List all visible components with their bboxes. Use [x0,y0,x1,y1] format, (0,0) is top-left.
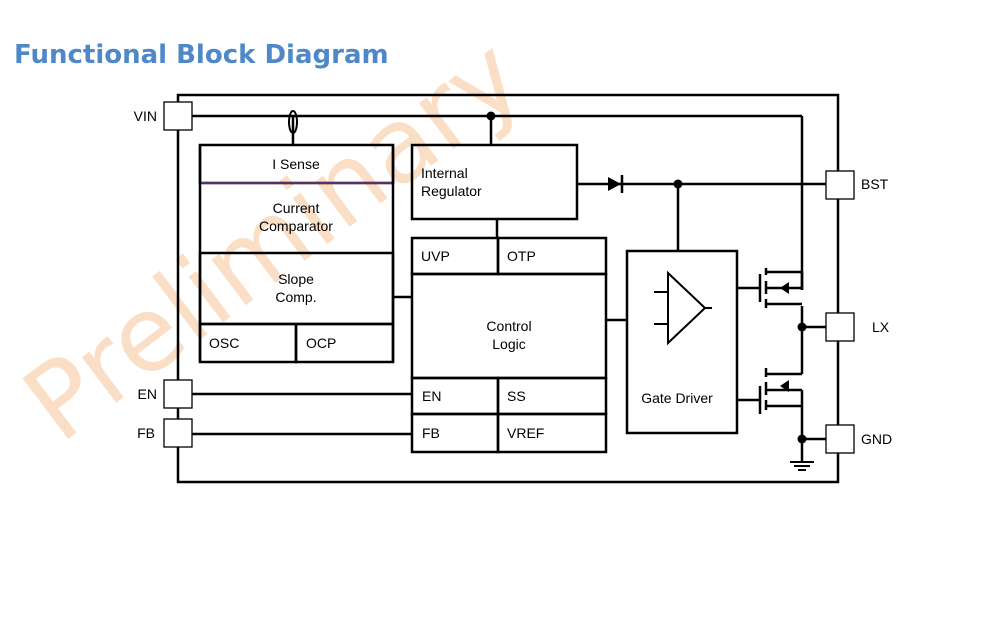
slope-comp-label-2: Comp. [275,289,316,305]
junction-dots [486,111,807,444]
en-label: EN [422,388,441,404]
watermark: Preliminary [2,14,544,465]
pin-lx [825,312,855,342]
isense-label: I Sense [272,156,320,172]
ground-icon [790,461,814,471]
pin-fb [163,418,193,448]
pin-label-vin: VIN [134,108,157,124]
current-sense-coil-icon [288,110,298,134]
pin-label-gnd: GND [861,431,892,447]
uvp-label: UVP [421,248,450,264]
current-comparator-label-2: Comparator [259,218,333,234]
osc-label: OSC [209,335,239,351]
pin-label-lx: LX [872,319,890,335]
vref-block [496,412,608,454]
pin-gnd [825,424,855,454]
wires [192,114,826,462]
fb-label: FB [422,425,440,441]
control-logic-label-1: Control [486,318,531,334]
pin-en [163,379,193,409]
control-logic-label-2: Logic [492,336,525,352]
ss-label: SS [507,388,526,404]
pin-label-bst: BST [861,176,889,192]
otp-label: OTP [507,248,536,264]
gate-driver-label: Gate Driver [641,390,713,406]
pin-bst [825,170,855,200]
internal-regulator-label-1: Internal [421,165,468,181]
vref-label: VREF [507,425,544,441]
diode-icon [608,175,624,193]
pin-label-fb: FB [137,425,155,441]
internal-regulator-label-2: Regulator [421,183,482,199]
current-comparator-label-1: Current [273,200,320,216]
ocp-label: OCP [306,335,336,351]
low-side-mosfet-icon [758,368,802,414]
page-title: Functional Block Diagram [14,40,389,70]
gate-driver-block [625,249,739,435]
pin-label-en: EN [138,386,157,402]
high-side-mosfet-icon [758,268,804,308]
chip-outline [176,93,840,484]
internal-regulator-block [410,143,579,221]
pin-vin [163,101,193,131]
driver-triangle-icon [667,270,707,346]
slope-comp-label-1: Slope [278,271,314,287]
